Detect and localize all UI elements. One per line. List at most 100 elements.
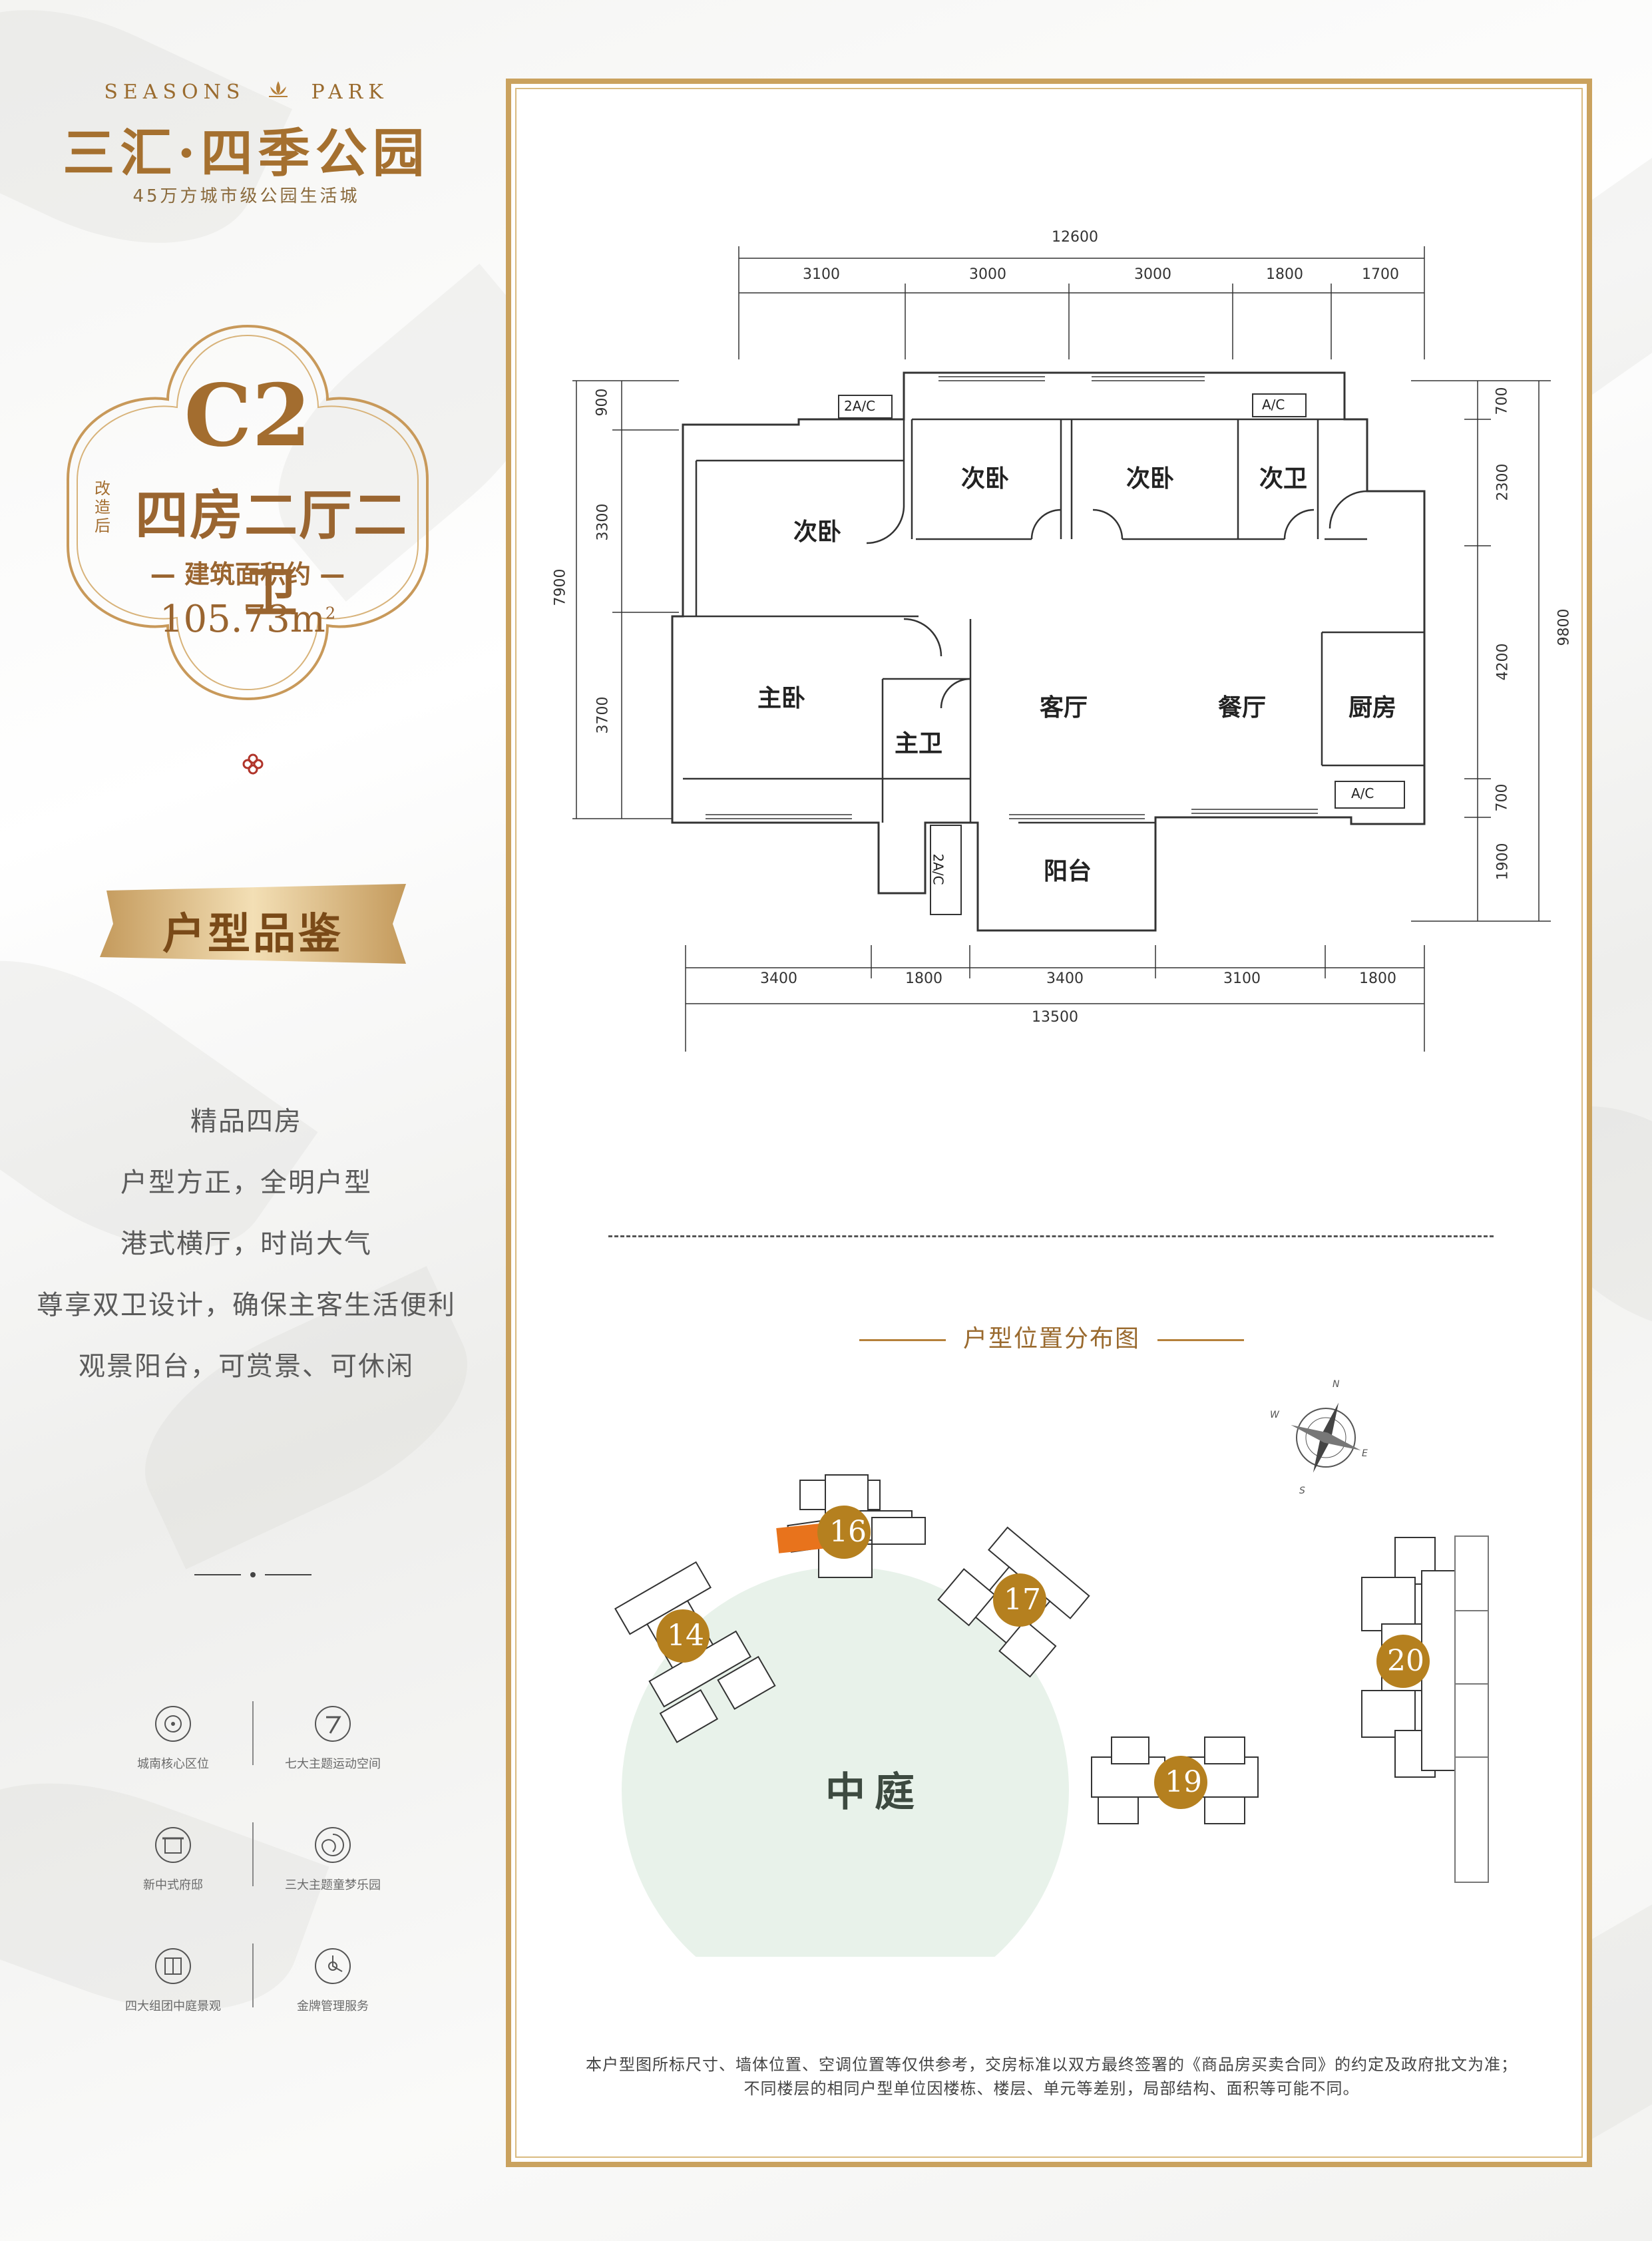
lotus-icon bbox=[265, 79, 292, 104]
room-bathroom: 次卫 bbox=[1259, 465, 1308, 493]
brand-en-right: PARK bbox=[311, 81, 389, 104]
feature-item: 观景阳台，可赏景、可休闲 bbox=[79, 1351, 414, 1382]
amenity-mansion: 新中式府邸 bbox=[106, 1825, 240, 1893]
floor-plan-drawing bbox=[572, 246, 1551, 1052]
feature-item: 尊享双卫设计，确保主客生活便利 bbox=[37, 1290, 456, 1321]
brand-title: 三汇·四季公园 bbox=[63, 123, 430, 184]
room-living: 客厅 bbox=[1040, 694, 1088, 721]
brand-en-left: SEASONS bbox=[104, 81, 246, 104]
unit-area-sup: 2 bbox=[325, 604, 336, 623]
section-title: 户型品鉴 bbox=[162, 909, 343, 959]
building-badge bbox=[1376, 1635, 1430, 1688]
dim-right: 700 bbox=[1494, 387, 1511, 415]
title-line bbox=[1157, 1338, 1244, 1341]
dot-divider bbox=[194, 1568, 311, 1581]
dim-top-total: 12600 bbox=[1052, 229, 1098, 246]
amenity-city-core: 城南核心区位 bbox=[106, 1704, 240, 1772]
amenity-separator bbox=[252, 1822, 254, 1886]
content-frame-inner bbox=[515, 88, 1583, 2158]
site-plan bbox=[614, 1402, 1489, 2014]
seven-icon bbox=[315, 1706, 351, 1742]
compass-icon bbox=[1291, 1402, 1361, 1473]
title-line bbox=[859, 1338, 946, 1341]
ac-label: 2A/C bbox=[844, 398, 876, 414]
dim-left: 3700 bbox=[594, 696, 612, 734]
building-badge bbox=[817, 1506, 871, 1559]
unit-type-code: C2 bbox=[184, 366, 311, 466]
disclaimer-line: 不同楼层的相同户型单位因楼栋、楼层、单元等差别，局部结构、面积等可能不同。 bbox=[743, 2079, 1360, 2098]
amenity-label: 七大主题运动空间 bbox=[285, 1757, 381, 1771]
service-icon bbox=[315, 1948, 351, 1984]
amenity-management: 金牌管理服务 bbox=[266, 1946, 399, 2014]
unit-layout: 四房二厅二卫 bbox=[135, 484, 408, 624]
room-balcony: 阳台 bbox=[1044, 858, 1092, 885]
building-number: 14 bbox=[667, 1619, 704, 1653]
room-bedroom: 次卧 bbox=[961, 465, 1010, 493]
dim-left: 3300 bbox=[594, 503, 612, 541]
compass-north: N bbox=[1333, 1379, 1340, 1390]
unit-badge: C2 改造后 四房二厅二卫 — 建筑面积约 — 105.73m2 bbox=[55, 313, 441, 712]
courtyard-label: 中庭 bbox=[825, 1769, 924, 1816]
dim-top: 3100 bbox=[803, 266, 840, 283]
unit-area-label: — 建筑面积约 — bbox=[150, 560, 345, 589]
disclaimer-line: 本户型图所标尺寸、墙体位置、空调位置等仅供参考，交房标准以双方最终签署的《商品房… bbox=[586, 2055, 1518, 2074]
flower-ornament-icon bbox=[240, 751, 266, 780]
unit-area-value: 105.73m bbox=[159, 598, 325, 641]
floor-plan: 12600 3100 3000 3000 1800 1700 3400 1800… bbox=[546, 220, 1573, 1088]
section-divider bbox=[608, 1235, 1494, 1237]
feature-item: 精品四房 bbox=[190, 1106, 302, 1137]
amenity-separator bbox=[252, 1943, 254, 2007]
room-kitchen: 厨房 bbox=[1348, 694, 1397, 721]
room-bedroom: 次卧 bbox=[1126, 465, 1175, 493]
ribbon-shape bbox=[100, 884, 406, 964]
dim-right-total: 9800 bbox=[1555, 608, 1573, 646]
dim-top: 3000 bbox=[1134, 266, 1171, 283]
location-title: 户型位置分布图 bbox=[839, 1319, 1265, 1354]
ac-label: 2A/C bbox=[930, 853, 946, 885]
building-number: 17 bbox=[1004, 1583, 1041, 1617]
building-number: 20 bbox=[1387, 1644, 1424, 1678]
dim-bottom: 1800 bbox=[905, 970, 942, 987]
dim-top: 1800 bbox=[1266, 266, 1303, 283]
location-map: 中庭 16 14 17 19 20 N S E W bbox=[566, 1358, 1524, 2014]
compass-west: W bbox=[1270, 1410, 1279, 1420]
compass-east: E bbox=[1362, 1448, 1368, 1459]
amenity-label: 城南核心区位 bbox=[137, 1757, 209, 1771]
dim-top: 1700 bbox=[1362, 266, 1399, 283]
dim-right: 700 bbox=[1494, 783, 1511, 812]
feature-item: 港式横厅，时尚大气 bbox=[120, 1229, 372, 1259]
ac-label: A/C bbox=[1262, 397, 1285, 413]
brand-english: SEASONS PARK bbox=[0, 79, 493, 104]
amenity-label: 四大组团中庭景观 bbox=[125, 1999, 221, 2013]
amenity-sports: 七大主题运动空间 bbox=[266, 1704, 399, 1772]
amenity-label: 金牌管理服务 bbox=[297, 1999, 369, 2013]
unit-highlight bbox=[776, 1523, 828, 1553]
building-badge bbox=[1154, 1756, 1207, 1809]
gate-icon bbox=[155, 1827, 191, 1863]
feature-item: 户型方正，全明户型 bbox=[120, 1167, 372, 1198]
amenity-label: 三大主题童梦乐园 bbox=[285, 1878, 381, 1892]
dim-left-total: 7900 bbox=[552, 568, 569, 606]
building-badge bbox=[656, 1609, 710, 1663]
dim-left: 900 bbox=[594, 388, 611, 417]
building-number: 19 bbox=[1165, 1765, 1202, 1799]
courtyard-icon bbox=[155, 1948, 191, 1984]
badge-frame bbox=[67, 324, 429, 701]
dim-bottom: 1800 bbox=[1359, 970, 1396, 987]
amenity-separator bbox=[252, 1701, 254, 1765]
dim-bottom-total: 13500 bbox=[1032, 1009, 1078, 1026]
target-icon bbox=[155, 1706, 191, 1742]
room-dining: 餐厅 bbox=[1218, 694, 1267, 721]
room-master-bedroom: 主卧 bbox=[757, 685, 806, 712]
dim-right: 4200 bbox=[1494, 643, 1512, 681]
side-strip bbox=[1454, 1535, 1489, 1883]
dim-bottom: 3400 bbox=[1046, 970, 1084, 987]
building-badge bbox=[993, 1573, 1046, 1627]
dim-right: 1900 bbox=[1494, 843, 1512, 881]
ac-label: A/C bbox=[1351, 785, 1374, 801]
unit-prefix: 改造后 bbox=[95, 479, 110, 535]
location-title-text: 户型位置分布图 bbox=[962, 1325, 1140, 1352]
swirl-icon bbox=[315, 1827, 351, 1863]
dim-bottom: 3100 bbox=[1223, 970, 1261, 987]
brand-subtitle: 45万方城市级公园生活城 bbox=[132, 186, 360, 206]
